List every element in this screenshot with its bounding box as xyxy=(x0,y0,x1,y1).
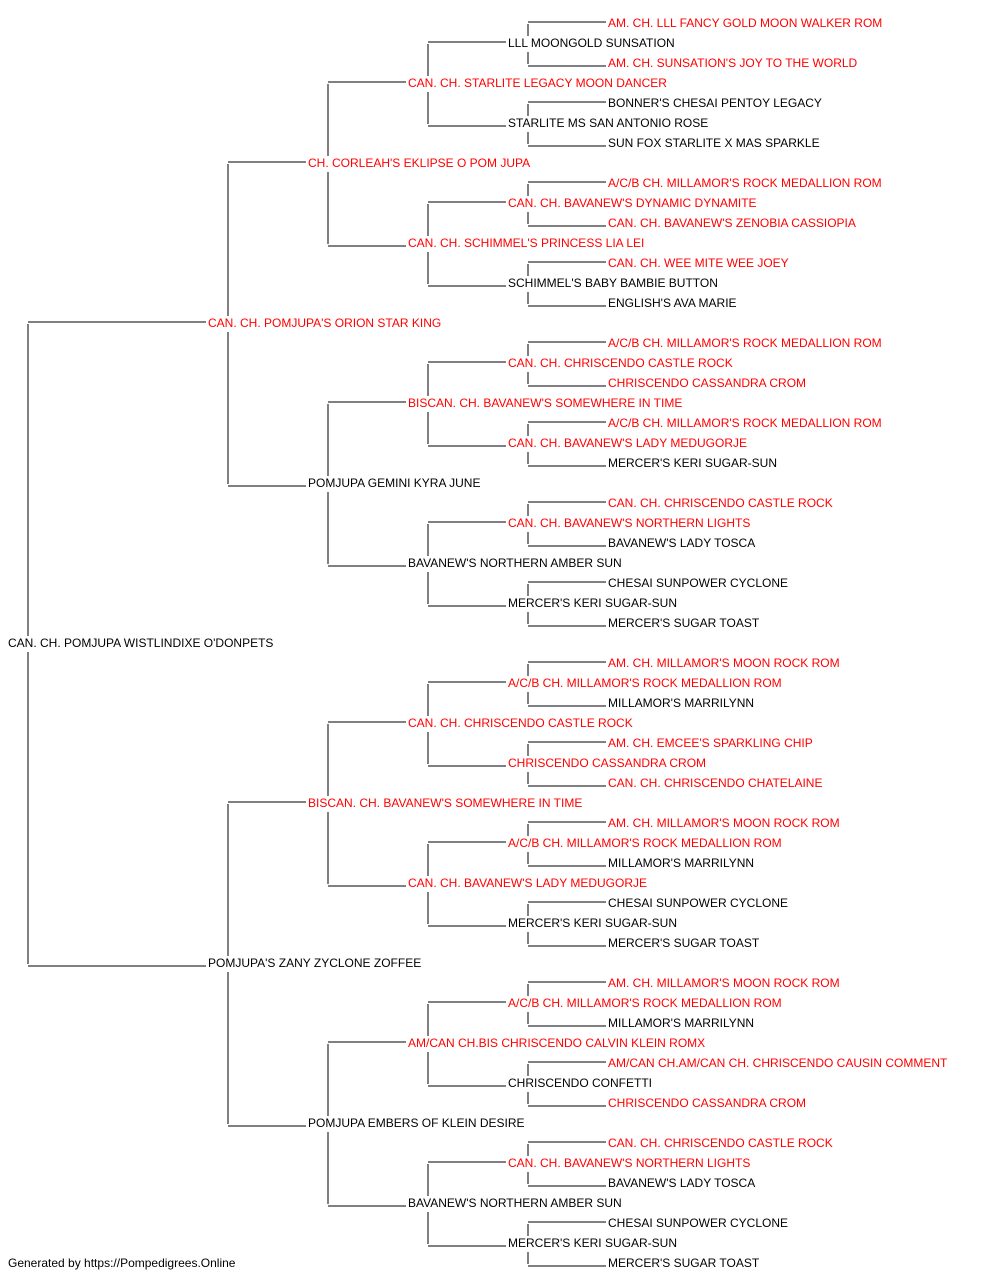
sire-name-gen5: CAN. CH. WEE MITE WEE JOEY xyxy=(608,256,789,270)
dam-name-gen4: SCHIMMEL'S BABY BAMBIE BUTTON xyxy=(508,276,718,290)
sire-name-gen5: AM/CAN CH.AM/CAN CH. CHRISCENDO CAUSIN C… xyxy=(608,1056,948,1070)
sire-name-gen5: BONNER'S CHESAI PENTOY LEGACY xyxy=(608,96,822,110)
dam-name-gen4: MERCER'S KERI SUGAR-SUN xyxy=(508,916,677,930)
dam-name-gen3: CAN. CH. BAVANEW'S LADY MEDUGORJE xyxy=(408,876,647,890)
dam-name-gen5: MILLAMOR'S MARRILYNN xyxy=(608,696,754,710)
sire-name-gen2: BISCAN. CH. BAVANEW'S SOMEWHERE IN TIME xyxy=(308,796,582,810)
dam-name-gen4: CAN. CH. BAVANEW'S LADY MEDUGORJE xyxy=(508,436,747,450)
sire-name-gen5: AM. CH. LLL FANCY GOLD MOON WALKER ROM xyxy=(608,16,882,30)
sire-name-gen5: A/C/B CH. MILLAMOR'S ROCK MEDALLION ROM xyxy=(608,416,882,430)
dam-name-gen5: CHRISCENDO CASSANDRA CROM xyxy=(608,376,806,390)
sire-name-gen5: CHESAI SUNPOWER CYCLONE xyxy=(608,576,788,590)
dam-name-gen5: BAVANEW'S LADY TOSCA xyxy=(608,536,755,550)
sire-name-gen3: BISCAN. CH. BAVANEW'S SOMEWHERE IN TIME xyxy=(408,396,682,410)
dam-name-gen5: ENGLISH'S AVA MARIE xyxy=(608,296,737,310)
dam-name-gen4: CHRISCENDO CASSANDRA CROM xyxy=(508,756,706,770)
dam-name-gen4: STARLITE MS SAN ANTONIO ROSE xyxy=(508,116,708,130)
sire-name-gen4: A/C/B CH. MILLAMOR'S ROCK MEDALLION ROM xyxy=(508,836,782,850)
dam-name-gen4: MERCER'S KERI SUGAR-SUN xyxy=(508,1236,677,1250)
dam-name-gen3: BAVANEW'S NORTHERN AMBER SUN xyxy=(408,556,622,570)
sire-name-gen3: CAN. CH. CHRISCENDO CASTLE ROCK xyxy=(408,716,633,730)
dam-name-gen4: MERCER'S KERI SUGAR-SUN xyxy=(508,596,677,610)
sire-name-gen4: CAN. CH. BAVANEW'S NORTHERN LIGHTS xyxy=(508,1156,750,1170)
dam-name-gen5: MILLAMOR'S MARRILYNN xyxy=(608,856,754,870)
sire-name-gen4: A/C/B CH. MILLAMOR'S ROCK MEDALLION ROM xyxy=(508,676,782,690)
dam-name-gen3: CAN. CH. SCHIMMEL'S PRINCESS LIA LEI xyxy=(408,236,644,250)
dam-name-gen1: POMJUPA'S ZANY ZYCLONE ZOFFEE xyxy=(208,956,421,970)
subject-name-gen0: CAN. CH. POMJUPA WISTLINDIXE O'DONPETS xyxy=(8,636,273,650)
sire-name-gen5: AM. CH. MILLAMOR'S MOON ROCK ROM xyxy=(608,816,840,830)
dam-name-gen2: POMJUPA EMBERS OF KLEIN DESIRE xyxy=(308,1116,525,1130)
dam-name-gen3: BAVANEW'S NORTHERN AMBER SUN xyxy=(408,1196,622,1210)
dam-name-gen5: CAN. CH. BAVANEW'S ZENOBIA CASSIOPIA xyxy=(608,216,856,230)
dam-name-gen5: MERCER'S SUGAR TOAST xyxy=(608,936,760,950)
dam-name-gen5: MERCER'S SUGAR TOAST xyxy=(608,616,760,630)
sire-name-gen1: CAN. CH. POMJUPA'S ORION STAR KING xyxy=(208,316,441,330)
sire-name-gen2: CH. CORLEAH'S EKLIPSE O POM JUPA xyxy=(308,156,530,170)
sire-name-gen5: AM. CH. MILLAMOR'S MOON ROCK ROM xyxy=(608,976,840,990)
sire-name-gen4: CAN. CH. BAVANEW'S NORTHERN LIGHTS xyxy=(508,516,750,530)
dam-name-gen5: BAVANEW'S LADY TOSCA xyxy=(608,1176,755,1190)
sire-name-gen4: CAN. CH. CHRISCENDO CASTLE ROCK xyxy=(508,356,733,370)
dam-name-gen5: CAN. CH. CHRISCENDO CHATELAINE xyxy=(608,776,822,790)
dam-name-gen5: SUN FOX STARLITE X MAS SPARKLE xyxy=(608,136,820,150)
dam-name-gen5: MERCER'S KERI SUGAR-SUN xyxy=(608,456,777,470)
dam-name-gen5: MERCER'S SUGAR TOAST xyxy=(608,1256,760,1270)
sire-name-gen5: CAN. CH. CHRISCENDO CASTLE ROCK xyxy=(608,1136,833,1150)
sire-name-gen5: CAN. CH. CHRISCENDO CASTLE ROCK xyxy=(608,496,833,510)
sire-name-gen5: A/C/B CH. MILLAMOR'S ROCK MEDALLION ROM xyxy=(608,176,882,190)
sire-name-gen4: A/C/B CH. MILLAMOR'S ROCK MEDALLION ROM xyxy=(508,996,782,1010)
dam-name-gen2: POMJUPA GEMINI KYRA JUNE xyxy=(308,476,480,490)
sire-name-gen4: CAN. CH. BAVANEW'S DYNAMIC DYNAMITE xyxy=(508,196,757,210)
sire-name-gen5: AM. CH. EMCEE'S SPARKLING CHIP xyxy=(608,736,813,750)
sire-name-gen5: CHESAI SUNPOWER CYCLONE xyxy=(608,896,788,910)
sire-name-gen3: AM/CAN CH.BIS CHRISCENDO CALVIN KLEIN RO… xyxy=(408,1036,705,1050)
sire-name-gen5: A/C/B CH. MILLAMOR'S ROCK MEDALLION ROM xyxy=(608,336,882,350)
dam-name-gen5: AM. CH. SUNSATION'S JOY TO THE WORLD xyxy=(608,56,858,70)
sire-name-gen5: AM. CH. MILLAMOR'S MOON ROCK ROM xyxy=(608,656,840,670)
dam-name-gen5: MILLAMOR'S MARRILYNN xyxy=(608,1016,754,1030)
sire-name-gen4: LLL MOONGOLD SUNSATION xyxy=(508,36,675,50)
sire-name-gen5: CHESAI SUNPOWER CYCLONE xyxy=(608,1216,788,1230)
dam-name-gen5: CHRISCENDO CASSANDRA CROM xyxy=(608,1096,806,1110)
sire-name-gen3: CAN. CH. STARLITE LEGACY MOON DANCER xyxy=(408,76,667,90)
dam-name-gen4: CHRISCENDO CONFETTI xyxy=(508,1076,652,1090)
generated-by-footer: Generated by https://Pompedigrees.Online xyxy=(8,1256,236,1270)
